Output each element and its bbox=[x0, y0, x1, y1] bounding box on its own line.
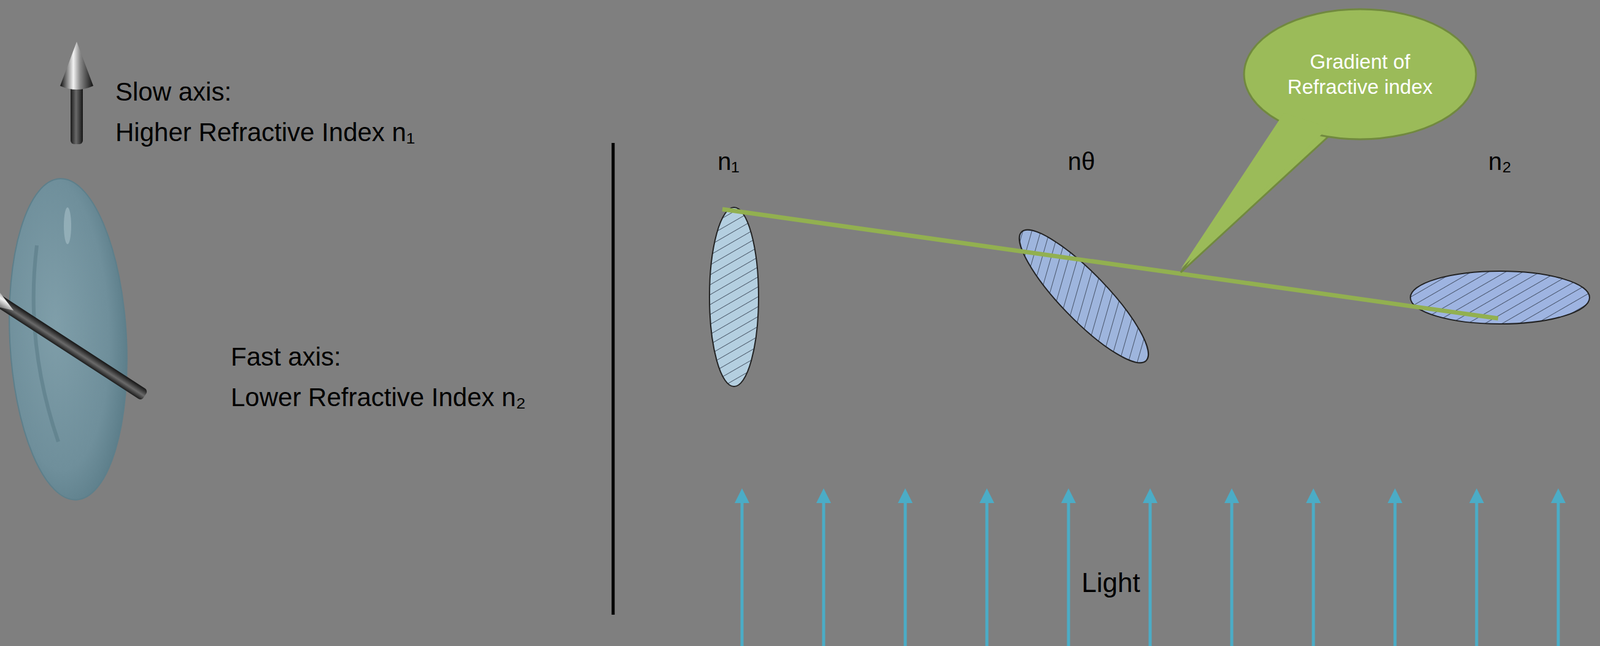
index-label: n₁ bbox=[717, 147, 740, 176]
axis-description: Lower Refractive Index n₂ bbox=[230, 382, 526, 413]
gradient-line bbox=[722, 209, 1499, 319]
light-ray-head bbox=[1306, 488, 1321, 504]
index-label: nθ bbox=[1067, 147, 1096, 176]
light-ray bbox=[740, 500, 744, 646]
light-ray-head bbox=[897, 488, 913, 504]
divider-line bbox=[611, 142, 615, 615]
molecule-ntheta bbox=[1004, 216, 1164, 378]
light-ray bbox=[1475, 500, 1479, 646]
light-ray-head bbox=[734, 488, 750, 504]
light-ray-head bbox=[1550, 488, 1566, 504]
light-ray-head bbox=[816, 488, 831, 504]
axis-label: Slow axis: bbox=[115, 77, 232, 107]
molecule-n2 bbox=[1410, 271, 1590, 325]
light-ray-head bbox=[1469, 488, 1485, 504]
bubble-text: Gradient of Refractive index bbox=[1286, 49, 1434, 101]
light-ray-head bbox=[1224, 488, 1240, 504]
light-arrows bbox=[734, 488, 1566, 646]
light-ray bbox=[904, 500, 908, 646]
light-ray-head bbox=[1142, 488, 1158, 504]
light-ray-head bbox=[1061, 488, 1076, 504]
light-ray bbox=[985, 500, 989, 646]
light-ray bbox=[1557, 500, 1561, 646]
light-ray bbox=[1067, 500, 1071, 646]
light-ray bbox=[1148, 500, 1152, 646]
light-ray bbox=[1312, 500, 1316, 646]
index-label: n₂ bbox=[1488, 147, 1512, 176]
axis-label: Fast axis: bbox=[230, 342, 342, 372]
speech-bubble: Gradient of Refractive index bbox=[1242, 7, 1478, 141]
molecule-n1 bbox=[709, 207, 759, 387]
fast-axis-arrow bbox=[0, 268, 155, 410]
light-label: Light bbox=[1077, 567, 1144, 600]
slow-axis-arrow bbox=[60, 41, 94, 145]
light-ray bbox=[822, 500, 826, 646]
bubble-outline bbox=[1242, 7, 1478, 141]
axis-description: Higher Refractive Index n₁ bbox=[115, 117, 415, 148]
light-ray-head bbox=[1387, 488, 1403, 504]
light-ray-head bbox=[979, 488, 995, 504]
light-ray bbox=[1230, 500, 1234, 646]
light-ray bbox=[1393, 500, 1397, 646]
